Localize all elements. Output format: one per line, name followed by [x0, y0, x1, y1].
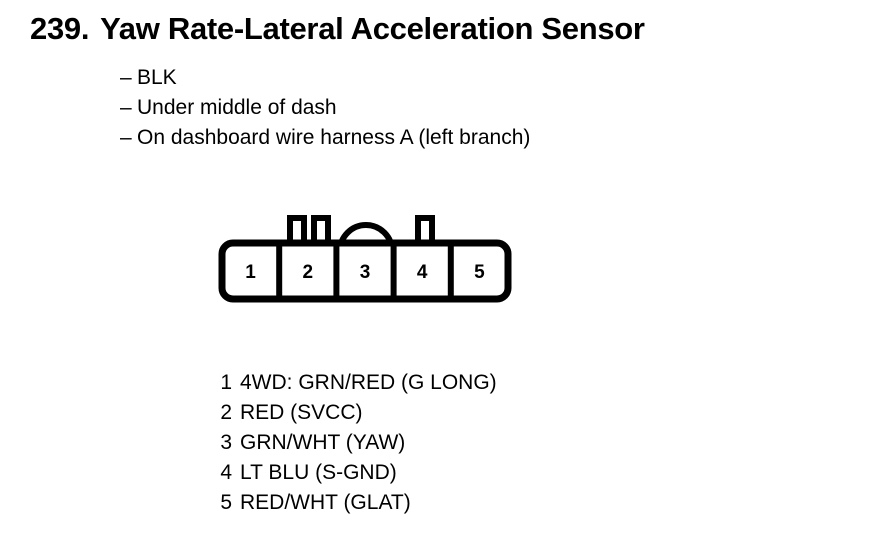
pin-label: LT BLU (S-GND): [240, 461, 397, 484]
list-item: –BLK: [120, 63, 740, 93]
note-text: Under middle of dash: [137, 96, 337, 119]
cavity-number-2: 2: [303, 262, 314, 283]
note-text: BLK: [137, 66, 177, 89]
connector-drawing: 1 2 3 4 5: [218, 215, 512, 303]
pin-label: 4WD: GRN/RED (G LONG): [240, 371, 497, 394]
cavity-number-4: 4: [417, 262, 428, 283]
note-text: On dashboard wire harness A (left branch…: [137, 126, 531, 149]
connector-body: [218, 239, 512, 303]
list-item: 5 RED/WHT (GLAT): [212, 488, 497, 518]
pin-number: 5: [220, 491, 232, 514]
pin-legend: 1 4WD: GRN/RED (G LONG) 2 RED (SVCC) 3 G…: [212, 368, 497, 518]
list-item: 2 RED (SVCC): [212, 398, 497, 428]
page-title: 239. Yaw Rate-Lateral Acceleration Sensor: [30, 13, 645, 44]
pin-label: RED (SVCC): [240, 401, 363, 424]
list-item: –On dashboard wire harness A (left branc…: [120, 123, 740, 153]
pin-number: 2: [220, 401, 232, 424]
dash-bullet-icon: –: [120, 96, 132, 119]
cavity-number-5: 5: [474, 262, 485, 283]
cavity-number-3: 3: [360, 262, 371, 283]
pin-label: RED/WHT (GLAT): [240, 491, 411, 514]
dash-bullet-icon: –: [120, 66, 132, 89]
list-item: 3 GRN/WHT (YAW): [212, 428, 497, 458]
pin-label: GRN/WHT (YAW): [240, 431, 406, 454]
pin-number: 1: [220, 371, 232, 394]
pin-number: 3: [220, 431, 232, 454]
list-item: 4 LT BLU (S-GND): [212, 458, 497, 488]
connector-diagram: 1 2 3 4 5: [210, 205, 530, 315]
list-item: –Under middle of dash: [120, 93, 740, 123]
pin-number: 4: [220, 461, 232, 484]
dash-bullet-icon: –: [120, 126, 132, 149]
list-item: 1 4WD: GRN/RED (G LONG): [212, 368, 497, 398]
cavity-number-1: 1: [245, 262, 256, 283]
entry-number: 239.: [30, 11, 90, 46]
note-list: –BLK –Under middle of dash –On dashboard…: [120, 63, 740, 153]
page-title-text: Yaw Rate-Lateral Acceleration Sensor: [100, 11, 645, 46]
